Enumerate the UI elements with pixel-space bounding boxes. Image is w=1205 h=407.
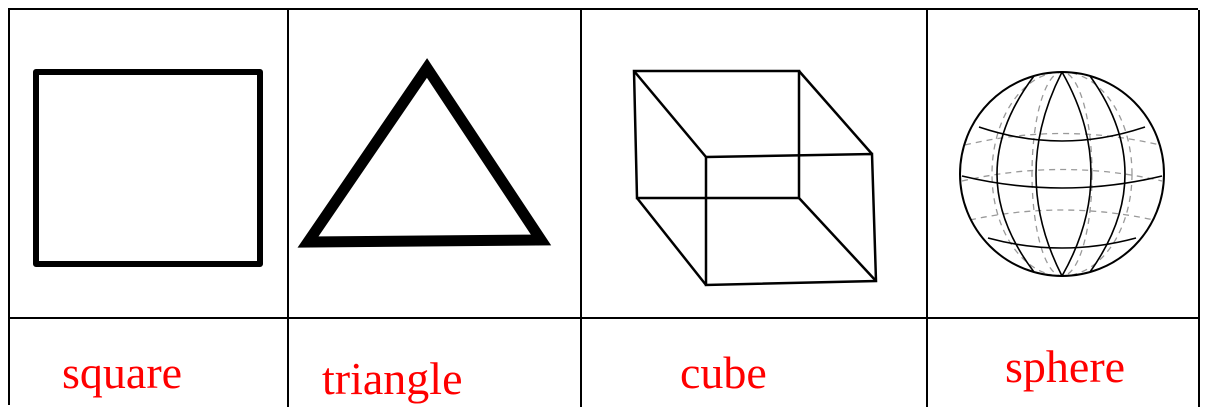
sphere-label: sphere — [1005, 341, 1126, 392]
column-divider — [926, 10, 928, 407]
cube-icon — [632, 69, 878, 287]
cube-label: cube — [680, 347, 767, 398]
triangle-label: triangle — [322, 353, 463, 404]
column-divider — [1198, 10, 1200, 407]
shapes-table — [8, 8, 1200, 407]
column-divider — [580, 10, 582, 407]
triangle-icon — [297, 58, 552, 248]
column-divider — [287, 10, 289, 407]
row-divider — [10, 317, 1200, 319]
square-icon — [33, 69, 263, 267]
sphere-icon — [959, 71, 1165, 277]
square-label: square — [62, 347, 183, 398]
